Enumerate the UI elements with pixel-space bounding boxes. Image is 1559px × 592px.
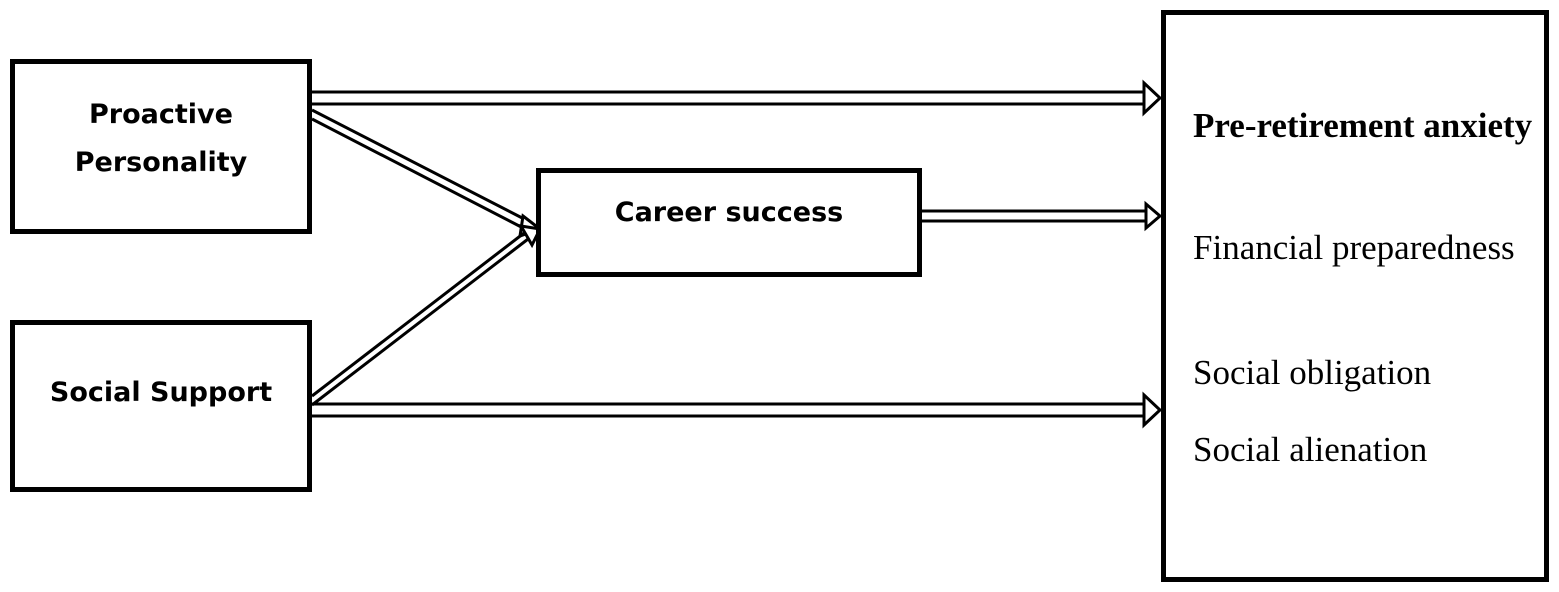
arrow-social-to-anxiety (312, 391, 1163, 429)
node-career-success: Career success (536, 168, 922, 277)
outcome-item-social-alienation: Social alienation (1193, 430, 1428, 469)
node-career-success-label: Career success (614, 197, 844, 228)
arrow-social-to-career (311, 224, 543, 407)
node-social-support-label: Social Support (49, 377, 273, 408)
arrow-career-to-anxiety (922, 200, 1163, 232)
outcome-title: Pre-retirement anxiety (1193, 106, 1533, 145)
outcome-item-social-obligation: Social obligation (1193, 353, 1432, 392)
node-pre-retirement-anxiety: Pre-retirement anxiety Financial prepare… (1161, 10, 1549, 582)
arrow-proactive-to-anxiety (312, 79, 1163, 117)
node-proactive-personality-label: Proactive Personality (74, 98, 248, 178)
node-proactive-personality: Proactive Personality (10, 59, 312, 234)
node-social-support: Social Support (10, 320, 312, 492)
arrow-proactive-to-career (311, 108, 544, 239)
outcome-item-financial-preparedness: Financial preparedness (1193, 228, 1515, 267)
